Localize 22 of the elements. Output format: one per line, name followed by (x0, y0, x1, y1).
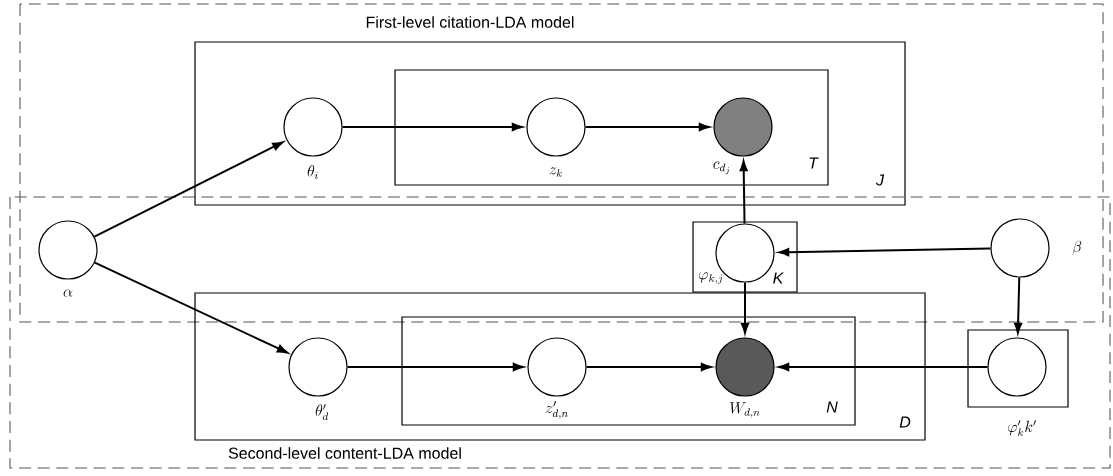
node-label: $\beta$ (1072, 240, 1082, 256)
arrow (346, 362, 524, 372)
arrow (584, 122, 710, 132)
arrow (93, 141, 284, 238)
arrow (93, 261, 288, 354)
plate-box: $\varphi'_{k}k'$ (967, 329, 1069, 436)
region-title: Second-level content-LDA model (228, 447, 461, 459)
arrow (341, 122, 523, 132)
node-label: $\theta_{i}$ (307, 165, 318, 179)
node-label: $z_{k}$ (549, 167, 562, 177)
node-label: $z'_{d, n}$ (545, 401, 568, 419)
node-label: $c_{d_{j}}$ (713, 161, 730, 175)
node-label: $W_{d, n}$ (730, 402, 760, 418)
region-title: First-level citation-LDA model (366, 16, 574, 28)
arrow (585, 362, 712, 372)
node-label: $\theta'_{d}$ (315, 404, 329, 420)
arrow (1014, 276, 1023, 334)
variable-circle (987, 337, 1047, 397)
node-label: $\varphi'_{k}k'$ (1008, 420, 1036, 436)
arrow (778, 362, 989, 372)
arrow (740, 281, 750, 334)
node-label: $\alpha$ (63, 289, 73, 297)
